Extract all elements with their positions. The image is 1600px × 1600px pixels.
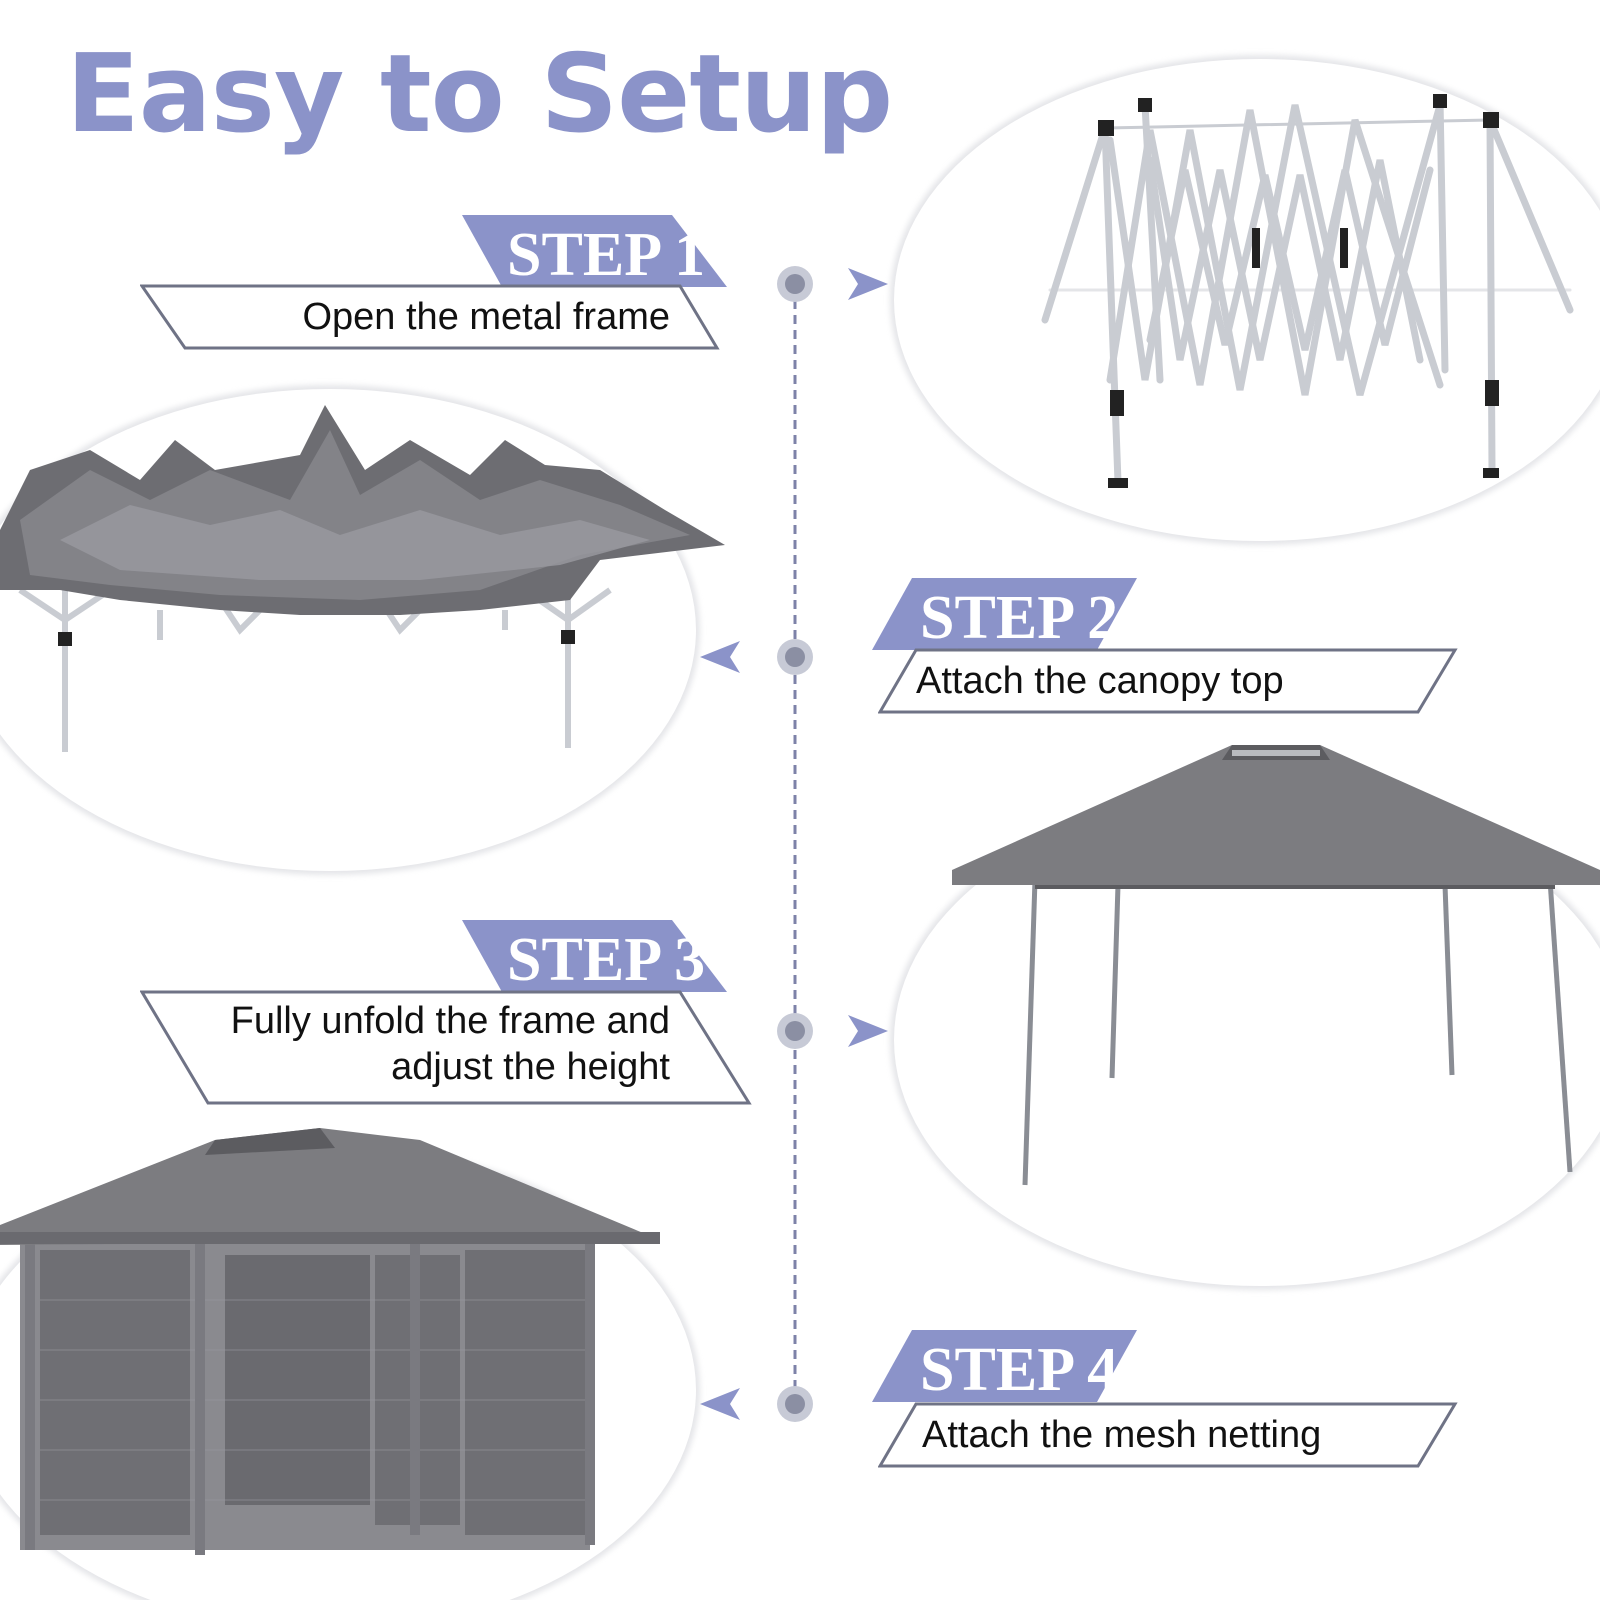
timeline-node [777,639,813,675]
timeline-node [777,1386,813,1422]
timeline-node [777,1013,813,1049]
step-3-description-box: Fully unfold the frame and adjust the he… [140,990,752,1105]
step-3-description-line-2: adjust the height [391,1046,670,1088]
step-4-description: Attach the mesh netting [922,1414,1322,1456]
folded-frame-image [1041,96,1574,486]
step-1-label: STEP 1 [507,221,706,289]
step-4-label: STEP 4 [920,1336,1119,1404]
arrow-left-icon [700,1388,740,1420]
step-2-description: Attach the canopy top [916,660,1284,702]
step-1-badge: STEP 1 [462,215,727,289]
frame-joints [1098,94,1499,488]
step-3-badge: STEP 3 [462,920,727,994]
step-4-description-box: Attach the mesh netting [878,1402,1458,1468]
step-3-label: STEP 3 [507,926,706,994]
step-3-description-line-1: Fully unfold the frame and [230,1000,670,1042]
timeline [700,266,888,1422]
arrow-left-icon [700,641,740,673]
step-4-badge: STEP 4 [872,1330,1137,1404]
step-1-description-box: Open the metal frame [140,284,720,350]
loose-canopy-image [0,405,725,752]
step-2-badge: STEP 2 [872,578,1137,652]
step-1-description: Open the metal frame [302,296,670,338]
arrow-right-icon [848,268,888,300]
mesh-gazebo-image [0,1128,660,1555]
step-2-label: STEP 2 [920,584,1119,652]
page-title: Easy to Setup [66,32,893,157]
canopy-tent-image [952,745,1600,1186]
step-2-description-box: Attach the canopy top [878,648,1458,714]
timeline-node [777,266,813,302]
arrow-right-icon [848,1015,888,1047]
